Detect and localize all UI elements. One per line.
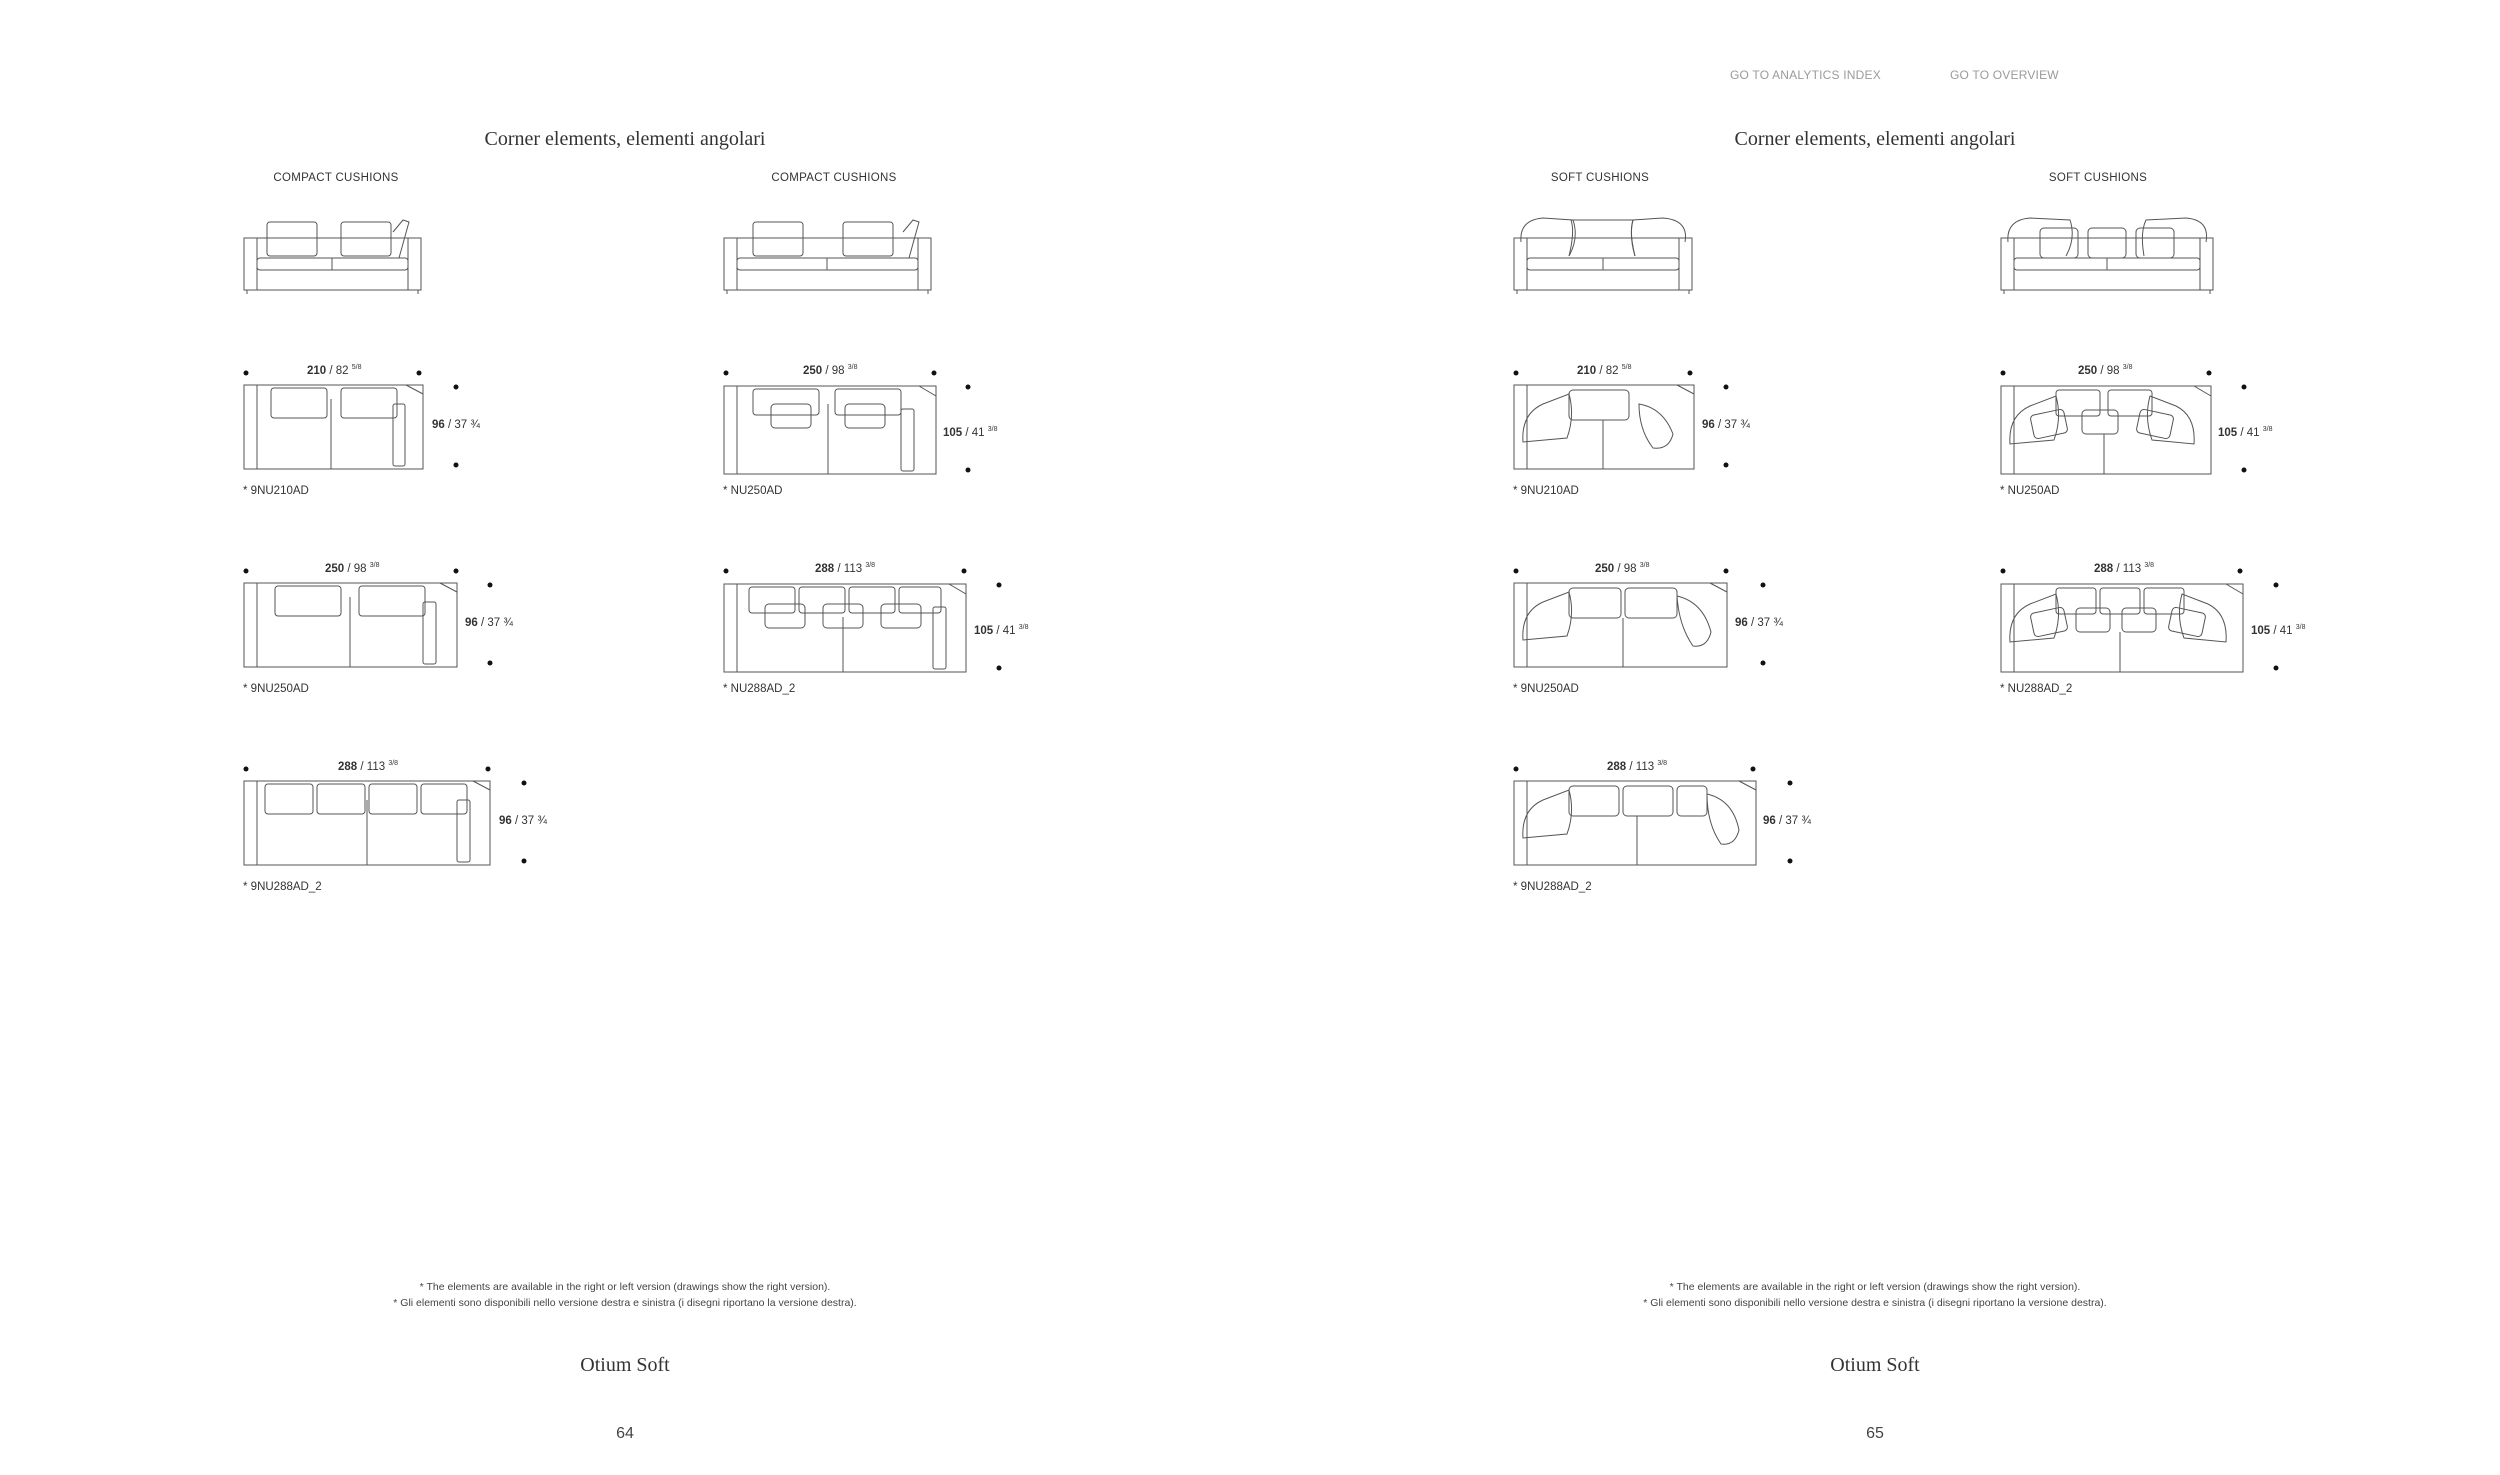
availability-footnote: * The elements are available in the righ… [0, 1279, 1250, 1311]
sofa-front-view-drawing [1513, 217, 1693, 294]
width-dimension: 288 / 113 3/8 [338, 760, 399, 773]
availability-footnote: * The elements are available in the righ… [1250, 1279, 2500, 1311]
element-code: * 9NU250AD [1513, 683, 1579, 695]
element-code: * NU288AD_2 [723, 683, 796, 695]
depth-dimension: 96 / 37 ¾ [499, 815, 547, 827]
section-title: Corner elements, elementi angolari [1734, 128, 2016, 150]
plan-view-drawing [723, 370, 971, 475]
sofa-front-view-drawing [243, 219, 422, 294]
width-dimension: 250 / 98 3/8 [2078, 364, 2133, 377]
sofa-front-view-drawing [723, 219, 932, 294]
width-dimension: 288 / 113 3/8 [1607, 760, 1668, 773]
collection-name: Otium Soft [1830, 1354, 1920, 1376]
page-number: 65 [1866, 1425, 1884, 1442]
analytics-index-link[interactable]: GO TO ANALYTICS INDEX [1730, 68, 1881, 82]
element-code: * 9NU288AD_2 [1513, 881, 1592, 893]
plan-view-drawing [243, 568, 493, 668]
depth-dimension: 96 / 37 ¾ [1702, 419, 1750, 431]
width-dimension: 250 / 98 3/8 [803, 364, 858, 377]
sofa-front-view-drawing [2000, 217, 2214, 294]
depth-dimension: 96 / 37 ¾ [465, 617, 513, 629]
element-code: * NU288AD_2 [2000, 683, 2073, 695]
element-code: * 9NU250AD [243, 683, 309, 695]
width-dimension: 288 / 113 3/8 [2094, 562, 2155, 575]
plan-view-drawing [2000, 568, 2279, 673]
element-code: * NU250AD [723, 485, 783, 497]
nav-overview[interactable]: GO TO OVERVIEW [1950, 68, 2059, 82]
element-code: * NU250AD [2000, 485, 2060, 497]
depth-dimension: 96 / 37 ¾ [432, 419, 480, 431]
page-number: 64 [616, 1425, 634, 1442]
footnote-italian: * Gli elementi sono disponibili nello ve… [393, 1297, 857, 1309]
page-64: Corner elements, elementi angolari COMPA… [0, 128, 1250, 1442]
page-65: GO TO ANALYTICS INDEX GO TO OVERVIEW Cor… [1250, 0, 2500, 1475]
overview-link[interactable]: GO TO OVERVIEW [1950, 68, 2059, 82]
column-heading-compact-cushions: COMPACT CUSHIONS [273, 172, 399, 184]
width-dimension: 250 / 98 3/8 [325, 562, 380, 575]
nav-analytics-index[interactable]: GO TO ANALYTICS INDEX [1730, 68, 1881, 82]
width-dimension: 210 / 82 5/8 [307, 364, 362, 377]
footnote-english: * The elements are available in the righ… [1669, 1281, 2081, 1293]
element-code: * 9NU210AD [1513, 485, 1579, 497]
element-code: * 9NU288AD_2 [243, 881, 322, 893]
width-dimension: 250 / 98 3/8 [1595, 562, 1650, 575]
plan-view-drawing [243, 766, 527, 866]
plan-view-drawing [723, 568, 1002, 673]
column-heading-soft-cushions: SOFT CUSHIONS [2048, 172, 2148, 184]
footnote-english: * The elements are available in the righ… [419, 1281, 831, 1293]
width-dimension: 210 / 82 5/8 [1577, 364, 1632, 377]
column-heading-compact-cushions: COMPACT CUSHIONS [771, 172, 897, 184]
depth-dimension: 96 / 37 ¾ [1763, 815, 1811, 827]
collection-name: Otium Soft [580, 1354, 670, 1376]
footnote-italian: * Gli elementi sono disponibili nello ve… [1643, 1297, 2107, 1309]
element-code: * 9NU210AD [243, 485, 309, 497]
plan-view-drawing [1513, 370, 1729, 470]
depth-dimension: 105 / 41 3/8 [974, 624, 1029, 637]
width-dimension: 288 / 113 3/8 [815, 562, 876, 575]
column-heading-soft-cushions: SOFT CUSHIONS [1550, 172, 1650, 184]
section-title: Corner elements, elementi angolari [484, 128, 766, 150]
depth-dimension: 105 / 41 3/8 [943, 426, 998, 439]
depth-dimension: 96 / 37 ¾ [1735, 617, 1783, 629]
plan-view-drawing [1513, 766, 1793, 866]
plan-view-drawing [1513, 568, 1766, 668]
plan-view-drawing [243, 370, 459, 470]
depth-dimension: 105 / 41 3/8 [2218, 426, 2273, 439]
plan-view-drawing [2000, 370, 2247, 475]
depth-dimension: 105 / 41 3/8 [2251, 624, 2306, 637]
